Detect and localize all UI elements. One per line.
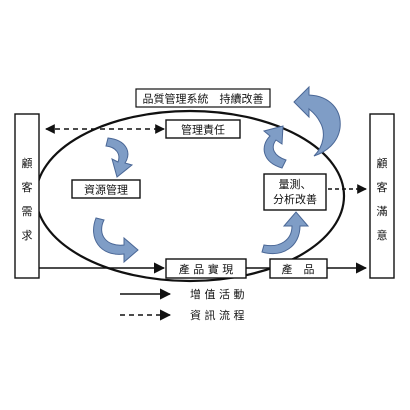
resource-management-label: 資源管理 bbox=[84, 183, 128, 197]
title-box bbox=[135, 88, 271, 108]
management-responsibility-box bbox=[165, 119, 241, 139]
diagram-title: 品質管理系統 持續改善 bbox=[143, 92, 264, 106]
product-realization-box bbox=[165, 258, 247, 279]
product-label: 產 品 bbox=[282, 262, 315, 276]
improvement-arrow-realization-to-measurement bbox=[261, 211, 310, 254]
svg-text:需: 需 bbox=[22, 205, 33, 218]
svg-text:求: 求 bbox=[22, 229, 33, 242]
legend-value-adding-label: 增 值 活 動 bbox=[190, 287, 245, 301]
customer-requirements-box bbox=[14, 113, 40, 279]
legend-information-flow-label: 資 訊 流 程 bbox=[190, 308, 245, 322]
svg-text:顧: 顧 bbox=[377, 156, 388, 170]
improvement-arrow-top bbox=[293, 85, 341, 157]
svg-text:滿: 滿 bbox=[377, 205, 388, 218]
svg-text:量測、: 量測、 bbox=[279, 177, 312, 191]
management-responsibility-label: 管理責任 bbox=[181, 123, 225, 137]
measurement-analysis-label: 量測、 分析改善 bbox=[273, 177, 317, 206]
svg-text:客: 客 bbox=[22, 180, 33, 194]
product-realization-label: 產 品 實 現 bbox=[179, 262, 234, 276]
customer-requirements-label: 顧 客 需 求 bbox=[22, 156, 33, 242]
improvement-arrow-measurement-to-management bbox=[262, 125, 287, 169]
product-box bbox=[269, 258, 328, 279]
resource-management-box bbox=[71, 179, 141, 199]
svg-text:客: 客 bbox=[377, 180, 388, 194]
svg-text:分析改善: 分析改善 bbox=[273, 192, 317, 206]
improvement-arrow-resource-to-realization bbox=[93, 217, 139, 264]
svg-text:意: 意 bbox=[377, 228, 388, 242]
customer-satisfaction-box bbox=[369, 113, 395, 279]
measurement-analysis-box bbox=[263, 173, 327, 211]
svg-text:顧: 顧 bbox=[22, 156, 33, 170]
customer-satisfaction-label: 顧 客 滿 意 bbox=[377, 156, 388, 242]
improvement-arrow-management-to-resource bbox=[105, 137, 134, 178]
